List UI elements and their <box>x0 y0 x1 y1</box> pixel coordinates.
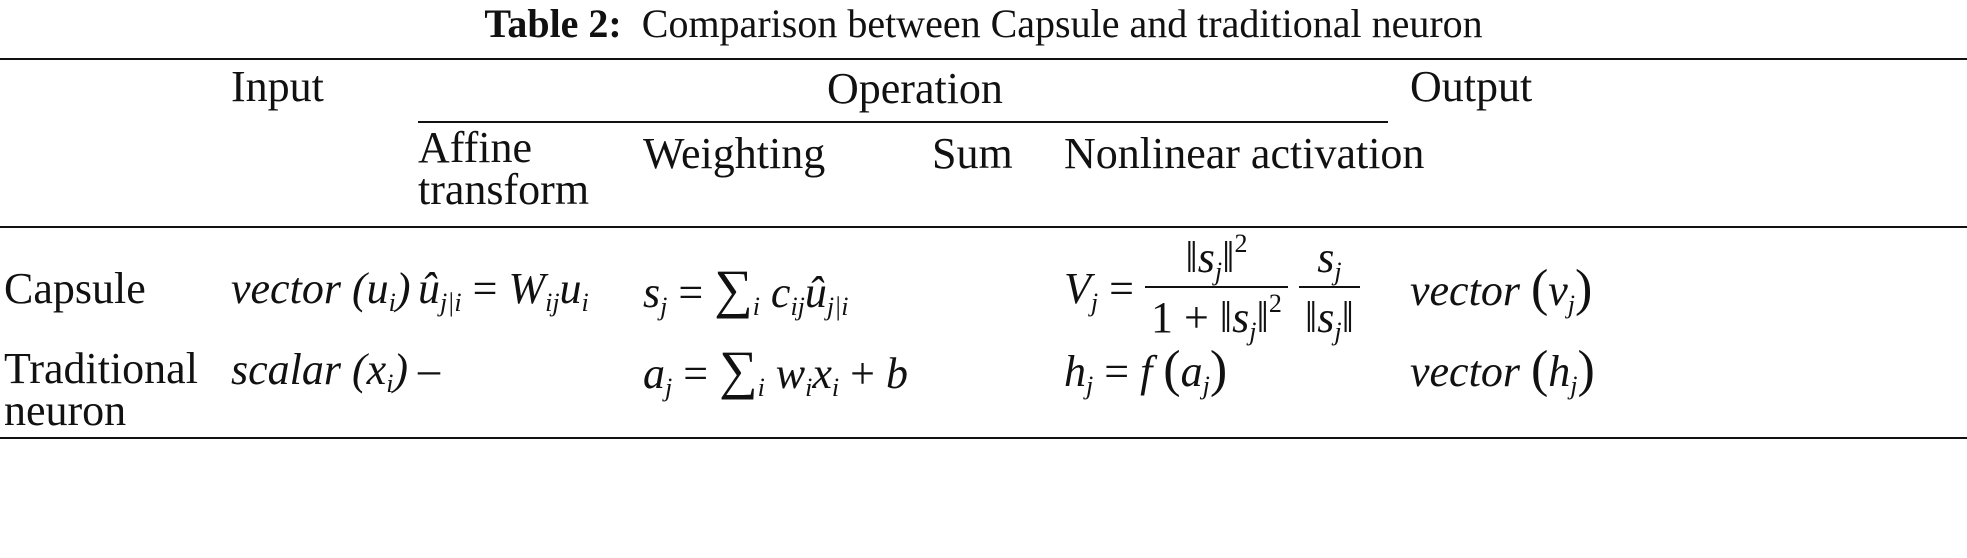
row-capsule-output-var: v <box>1548 266 1568 315</box>
header-input: Input <box>231 62 324 111</box>
row-traditional-name-line1: Traditional <box>4 344 198 393</box>
row-capsule-input: vector (ui) <box>231 264 411 317</box>
row-capsule-name: Capsule <box>4 264 146 313</box>
nonlinear-fraction-1: ‖sj‖2 1 + ‖sj‖2 <box>1144 230 1288 348</box>
row-traditional-name-line2: neuron <box>4 386 127 435</box>
row-capsule-affine: ûj|i = Wijui <box>418 264 589 317</box>
row-capsule-input-var: u <box>366 264 389 313</box>
row-capsule-nonlinear: Vj = ‖sj‖2 1 + ‖sj‖2 sj ‖sj‖ <box>1064 230 1360 348</box>
top-rule <box>0 58 1967 60</box>
header-affine-line1: Affine <box>418 123 533 172</box>
row-capsule-input-sub: i <box>388 288 396 317</box>
operation-cmidrule <box>418 121 1388 123</box>
row-capsule-input-word: vector <box>231 264 341 313</box>
bottom-rule <box>0 437 1967 439</box>
row-capsule-output-sub: j <box>1567 290 1576 319</box>
header-rule <box>0 226 1967 228</box>
row-traditional-output-word: vector <box>1410 347 1520 396</box>
row-traditional-affine: – <box>418 345 440 394</box>
row-traditional-nonlinear: hj = f (aj) <box>1064 341 1228 400</box>
header-weighting: Weighting <box>643 129 826 178</box>
row-traditional-input-sub: i <box>386 369 394 398</box>
row-traditional-output-var: h <box>1548 347 1571 396</box>
row-traditional-input-word: scalar <box>231 345 341 394</box>
header-affine-line2: transform <box>418 165 590 214</box>
row-capsule-output-word: vector <box>1410 266 1520 315</box>
header-sum: Sum <box>932 129 1013 178</box>
table-caption: Table 2: Comparison between Capsule and … <box>0 0 1967 48</box>
row-traditional-name: Traditional neuron <box>4 347 198 435</box>
header-operation: Operation <box>827 64 1003 113</box>
row-traditional-input-var: x <box>366 345 387 394</box>
row-traditional-output: vector (hj) <box>1410 341 1595 400</box>
header-affine-transform: Affine transform <box>418 126 590 214</box>
caption-label: Table 2: <box>484 1 622 46</box>
nonlinear-fraction-2: sj ‖sj‖ <box>1298 230 1360 348</box>
caption-text: Comparison between Capsule and tradition… <box>641 1 1483 46</box>
row-capsule-weighting: sj = ∑i cijûj|i <box>643 259 849 321</box>
row-traditional-output-sub: j <box>1570 371 1578 400</box>
row-traditional-input: scalar (xi) <box>231 345 409 398</box>
header-output: Output <box>1410 62 1533 111</box>
header-nonlinear-activation: Nonlinear activation <box>1064 129 1425 178</box>
row-capsule-output: vector (vj) <box>1410 260 1593 319</box>
row-traditional-weighting: aj = ∑i wixi + b <box>643 340 908 402</box>
